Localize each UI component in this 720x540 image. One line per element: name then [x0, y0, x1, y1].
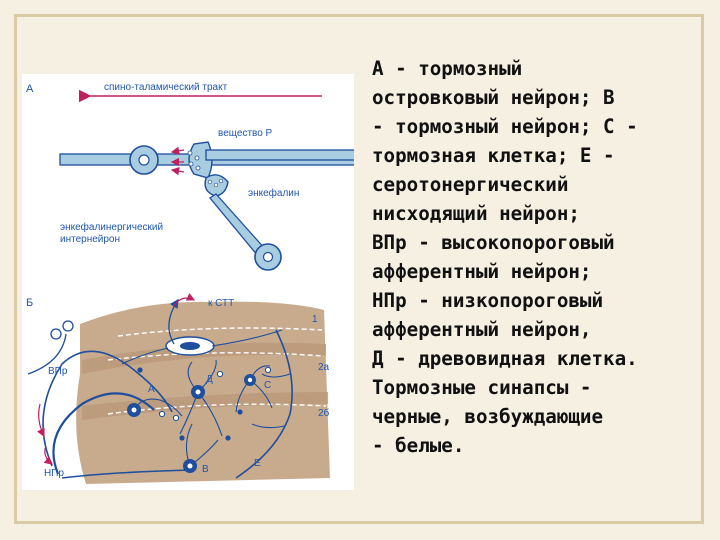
dendrite — [179, 359, 223, 437]
cell-c-nucleus — [247, 377, 253, 383]
substance-p-arrow — [170, 167, 185, 176]
caption-line: - белые. — [372, 434, 465, 457]
cell-b-label: В — [202, 464, 209, 475]
caption-line: черные, возбуждающие — [372, 405, 604, 428]
vesicle — [187, 150, 193, 156]
excitatory-synapse — [216, 370, 224, 378]
caption-line: серотонергический — [372, 173, 569, 196]
neuron-diagram-figure: А спино-таламический тракт вещество Р — [22, 74, 354, 490]
cell-c-label: С — [264, 380, 271, 391]
neuron-diagram-svg: А спино-таламический тракт вещество Р — [26, 82, 354, 484]
cell-d-label: Д — [206, 374, 213, 385]
vesicle — [218, 178, 224, 184]
npr-axon — [52, 392, 155, 475]
substance-p-label: вещество Р — [218, 128, 273, 139]
dendrite — [133, 398, 183, 417]
vpr-direction-arrow — [37, 403, 45, 438]
caption-line: афферентный нейрон; — [372, 260, 592, 283]
layer-2b-label: 2б — [318, 407, 330, 419]
cell-b-nucleus — [187, 463, 193, 469]
caption-line: НПр - низкопороговый — [372, 289, 604, 312]
vesicle — [188, 161, 194, 167]
dendrite — [121, 347, 169, 365]
tract-neuron-nucleus — [138, 154, 150, 166]
lamina-boundary — [117, 327, 323, 337]
caption-line: Д - древовидная клетка. — [372, 347, 638, 370]
inhibitory-synapse — [225, 435, 231, 441]
vesicle — [213, 182, 219, 188]
vesicle — [195, 165, 201, 171]
slide-frame — [14, 14, 704, 524]
tract-label: спино-таламический тракт — [104, 82, 228, 93]
vpr-axon — [42, 350, 173, 467]
caption-line: нисходящий нейрон; — [372, 202, 580, 225]
serotonergic-axon — [235, 329, 293, 479]
inhibitory-synapse — [179, 435, 185, 441]
panel-b-letter: Б — [26, 297, 33, 309]
npr-label: НПр — [44, 468, 64, 479]
cell-a-label: А — [148, 384, 155, 395]
lamina-boundary — [107, 352, 325, 361]
excitatory-synapse — [264, 366, 272, 374]
stt-direction-arrow — [173, 293, 196, 307]
caption-text: А - тормозный островковый нейрон; В - то… — [372, 54, 712, 460]
layer-1-label: 1 — [312, 314, 318, 325]
npr-collateral — [61, 469, 193, 479]
interneuron-label-line1: энкефалинергический — [60, 221, 163, 233]
cell-e-label: Е — [254, 458, 261, 469]
vpr-label: ВПр — [48, 366, 68, 377]
caption-line: А - тормозный — [372, 57, 523, 80]
layer-2a-label: 2а — [318, 362, 330, 373]
vesicle — [207, 179, 213, 185]
cell-a-nucleus — [131, 407, 137, 413]
caption-line: тормозная клетка; Е - — [372, 144, 615, 167]
caption-line: - тормозный нейрон; С - — [372, 115, 638, 138]
vpr-fiber — [27, 333, 67, 375]
caption-line: афферентный нейрон, — [372, 318, 592, 341]
inhibitory-synapse — [137, 367, 143, 373]
lamina-band — [82, 342, 326, 374]
enkephalin-label: энкефалин — [248, 187, 299, 199]
caption-line: ВПр - высокопороговый — [372, 231, 615, 254]
vpr-ending — [62, 320, 74, 332]
caption-line: островковый нейрон; В — [372, 86, 615, 109]
interneuron-axon — [209, 193, 267, 257]
inhibitory-synapse — [237, 409, 243, 415]
vpr-ending — [50, 328, 62, 340]
interneuron-label-line2: интернейрон — [60, 234, 120, 245]
excitatory-synapse — [158, 410, 166, 418]
serotonergic-collateral — [251, 373, 291, 429]
substance-p-arrow — [170, 146, 185, 155]
caption-line: Тормозные синапсы - — [372, 376, 592, 399]
npr-direction-arrow — [43, 445, 53, 465]
projection-neuron-nucleus — [180, 342, 200, 350]
vesicle — [194, 155, 200, 161]
panel-a-letter: А — [26, 83, 34, 95]
stt-label: к СТТ — [208, 298, 234, 309]
afferent-axon — [205, 149, 354, 161]
interneuron-nucleus — [262, 251, 274, 263]
excitatory-synapse — [172, 414, 180, 422]
cell-d-nucleus — [195, 389, 201, 395]
